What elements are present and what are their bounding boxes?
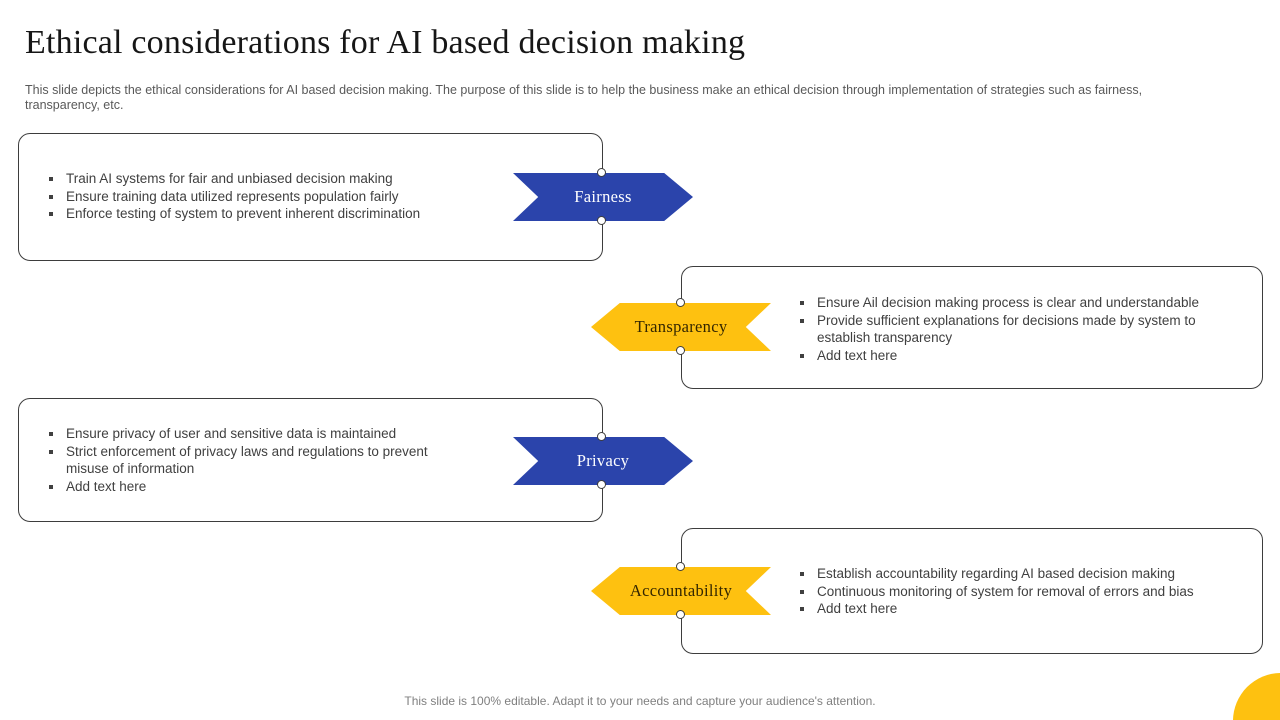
connector-dot — [676, 298, 685, 307]
privacy-arrow-label: Privacy — [576, 451, 630, 470]
fairness-card: Train AI systems for fair and unbiased d… — [18, 133, 603, 261]
accountability-arrow-label: Accountability — [629, 581, 733, 600]
transparency-arrow: Transparency — [591, 303, 771, 351]
bullet-item: Strict enforcement of privacy laws and r… — [47, 443, 457, 478]
accountability-bullet-list: Establish accountability regarding AI ba… — [798, 565, 1258, 618]
connector-dot — [597, 168, 606, 177]
transparency-arrow-label: Transparency — [634, 317, 728, 336]
connector-dot — [676, 346, 685, 355]
bullet-item: Establish accountability regarding AI ba… — [798, 565, 1258, 583]
page-subtitle: This slide depicts the ethical considera… — [25, 83, 1143, 112]
bullet-item: Add text here — [47, 478, 457, 496]
footer-note: This slide is 100% editable. Adapt it to… — [404, 694, 876, 708]
bullet-item: Provide sufficient explanations for deci… — [798, 312, 1248, 347]
connector-dot — [676, 562, 685, 571]
bullet-item: Ensure training data utilized represents… — [47, 188, 497, 206]
bullet-item: Ensure privacy of user and sensitive dat… — [47, 425, 457, 443]
bullet-item: Add text here — [798, 347, 1248, 365]
fairness-arrow-label: Fairness — [574, 187, 632, 206]
bullet-item: Continuous monitoring of system for remo… — [798, 583, 1258, 601]
bullet-item: Add text here — [798, 600, 1258, 618]
connector-dot — [597, 480, 606, 489]
privacy-card: Ensure privacy of user and sensitive dat… — [18, 398, 603, 522]
accountability-arrow: Accountability — [591, 567, 771, 615]
bullet-item: Train AI systems for fair and unbiased d… — [47, 170, 497, 188]
fairness-arrow: Fairness — [513, 173, 693, 221]
connector-dot — [597, 432, 606, 441]
privacy-arrow: Privacy — [513, 437, 693, 485]
bullet-item: Enforce testing of system to prevent inh… — [47, 205, 497, 223]
privacy-bullet-list: Ensure privacy of user and sensitive dat… — [47, 425, 457, 495]
corner-circle-decoration — [1233, 673, 1280, 720]
transparency-card: Ensure Ail decision making process is cl… — [681, 266, 1263, 389]
connector-dot — [597, 216, 606, 225]
transparency-bullet-list: Ensure Ail decision making process is cl… — [798, 294, 1248, 364]
page-title: Ethical considerations for AI based deci… — [25, 24, 746, 61]
accountability-card: Establish accountability regarding AI ba… — [681, 528, 1263, 654]
bullet-item: Ensure Ail decision making process is cl… — [798, 294, 1248, 312]
connector-dot — [676, 610, 685, 619]
fairness-bullet-list: Train AI systems for fair and unbiased d… — [47, 170, 497, 223]
